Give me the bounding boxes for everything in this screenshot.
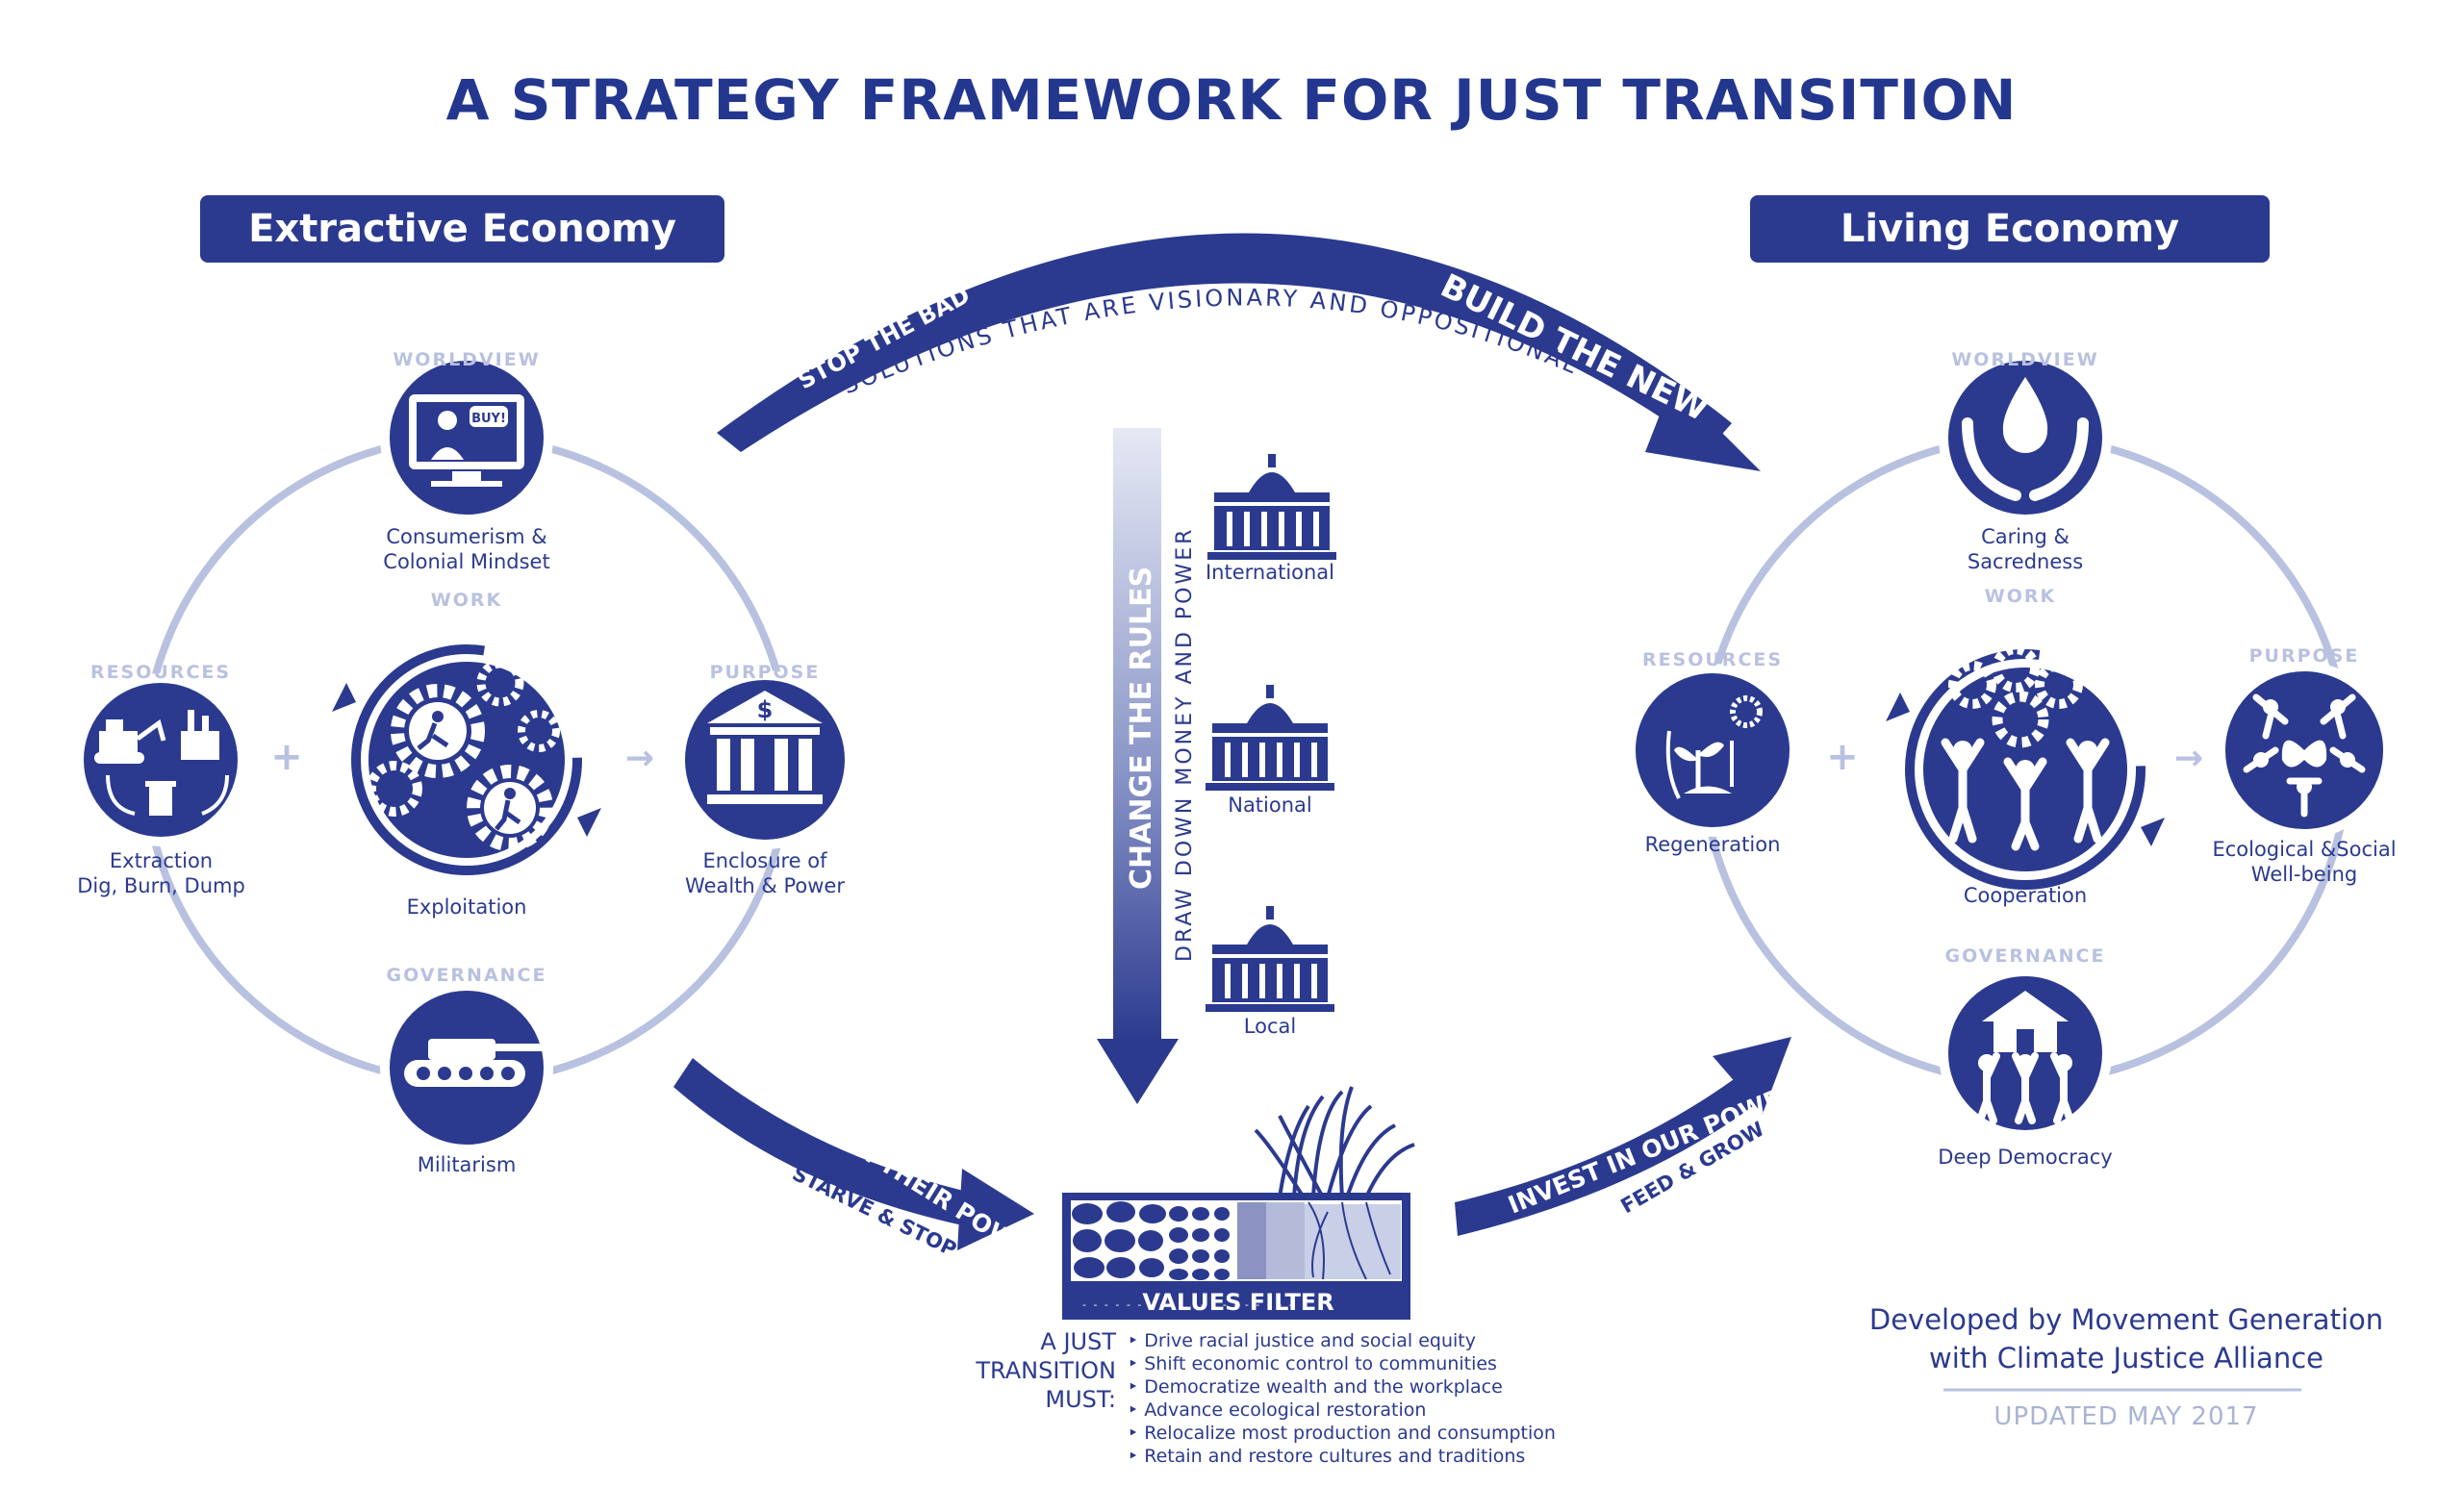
extractive-work-tag: WORK xyxy=(431,590,502,611)
extractive-arrow: → xyxy=(625,739,654,778)
extractive-resources-label-1: Extraction xyxy=(109,849,214,872)
must-item: ‣ Democratize wealth and the workplace xyxy=(1128,1376,1503,1398)
living-work-label: Cooperation xyxy=(1963,884,2088,907)
extractive-work-label: Exploitation xyxy=(406,895,527,919)
sprout-sun-icon xyxy=(1665,695,1763,799)
must-list: ‣ Drive racial justice and social equity… xyxy=(1128,1329,1570,1468)
living-worldview-label-1: Caring & xyxy=(1981,525,2069,548)
living-worldview-tag: WORLDVIEW xyxy=(1951,349,2098,370)
svg-text:- - - - - - - - -: - - - - - - - - - xyxy=(1201,1298,1295,1311)
extractive-worldview-label: Consumerism & Colonial Mindset xyxy=(322,524,611,574)
draw-down-label: DRAW DOWN MONEY AND POWER xyxy=(1173,527,1197,962)
living-purpose-label: Ecological &Social Well-being xyxy=(2174,837,2434,887)
invest-arrow xyxy=(1455,1037,1791,1236)
gears-people-icon xyxy=(1941,644,2110,851)
must-line-3: MUST: xyxy=(1045,1386,1116,1413)
living-worldview-label: Caring & Sacredness xyxy=(1881,524,2170,574)
hands-water-drop-icon xyxy=(1962,377,2089,501)
living-arrow: → xyxy=(2174,739,2203,778)
national-capitol-icon xyxy=(1206,685,1334,791)
must-item: ‣ Shift economic control to communities xyxy=(1128,1353,1497,1374)
extractive-purpose-label: Enclosure of Wealth & Power xyxy=(640,848,890,898)
must-item: ‣ Drive racial justice and social equity xyxy=(1128,1330,1476,1351)
extractive-purpose-tag: PURPOSE xyxy=(710,662,821,683)
living-plus: + xyxy=(1826,735,1859,779)
extractive-plus: + xyxy=(270,735,303,779)
living-purpose-label-2: Well-being xyxy=(2250,863,2358,886)
local-capitol-icon xyxy=(1206,906,1334,1012)
level-national: National xyxy=(1228,794,1312,817)
svg-text:- - - - - - - -: - - - - - - - - xyxy=(1082,1298,1165,1311)
level-international: International xyxy=(1205,561,1335,584)
values-filter: - - - - - - - - - - - - - - - - - xyxy=(1062,1086,1415,1320)
must-item: ‣ Advance ecological restoration xyxy=(1128,1399,1427,1421)
bulldozer-factory-icon xyxy=(94,710,229,816)
credit-line-2: with Climate Justice Alliance xyxy=(1929,1342,2323,1374)
extractive-governance-tag: GOVERNANCE xyxy=(387,965,547,986)
extractive-worldview-label-2: Colonial Mindset xyxy=(383,550,550,573)
living-purpose-tag: PURPOSE xyxy=(2249,645,2360,667)
living-economy-header: Living Economy xyxy=(1750,195,2270,263)
extractive-economy-header: Extractive Economy xyxy=(200,195,724,263)
top-arc-arrow xyxy=(717,233,1761,471)
living-resources-tag: RESOURCES xyxy=(1642,649,1783,670)
extractive-governance-label: Militarism xyxy=(417,1153,517,1176)
international-capitol-icon xyxy=(1207,454,1336,560)
extractive-resources-tag: RESOURCES xyxy=(90,662,231,683)
must-item: ‣ Relocalize most production and consump… xyxy=(1128,1423,1556,1444)
values-filter-label: VALUES FILTER xyxy=(1142,1289,1333,1316)
extractive-resources-label: Extraction Dig, Burn, Dump xyxy=(38,848,284,898)
tv-advert-icon: BUY! xyxy=(409,394,524,487)
change-rules-label: CHANGE THE RULES xyxy=(1125,567,1158,890)
tank-icon xyxy=(404,1039,548,1087)
svg-text:$: $ xyxy=(757,696,774,723)
living-resources-label: Regeneration xyxy=(1644,833,1781,856)
page-title: A STRATEGY FRAMEWORK FOR JUST TRANSITION xyxy=(445,67,2018,133)
living-governance-label: Deep Democracy xyxy=(1938,1146,2113,1169)
level-local: Local xyxy=(1243,1015,1297,1038)
must-line-2: TRANSITION xyxy=(976,1357,1116,1384)
credit-line-1: Developed by Movement Generation xyxy=(1868,1303,2384,1336)
must-item: ‣ Retain and restore cultures and tradit… xyxy=(1128,1446,1526,1467)
updated-date: UPDATED MAY 2017 xyxy=(1993,1402,2259,1431)
divest-label: DIVEST FROM THEIR POWER xyxy=(711,1046,1050,1273)
just-transition-must-label: A JUST TRANSITION MUST: xyxy=(933,1327,1116,1414)
extractive-resources-label-2: Dig, Burn, Dump xyxy=(77,874,245,897)
butterfly-people-icon xyxy=(2243,693,2366,818)
living-worldview-label-2: Sacredness xyxy=(1967,550,2084,573)
living-work-tag: WORK xyxy=(1985,586,2056,607)
change-rules-arrow xyxy=(1097,428,1179,1104)
svg-text:BUY!: BUY! xyxy=(471,412,506,426)
living-governance-tag: GOVERNANCE xyxy=(1945,945,2106,967)
extractive-purpose-label-2: Wealth & Power xyxy=(685,874,845,897)
build-the-new-label: BUILD THE NEW xyxy=(1435,266,1714,429)
extractive-worldview-label-1: Consumerism & xyxy=(386,525,547,548)
bank-icon: $ xyxy=(707,691,823,804)
extractive-purpose-label-1: Enclosure of xyxy=(702,849,827,872)
people-lifting-house-icon xyxy=(1976,991,2074,1124)
extractive-worldview-tag: WORLDVIEW xyxy=(393,349,540,370)
divest-arrow xyxy=(673,1058,1034,1250)
credit-block: Developed by Movement Generation with Cl… xyxy=(1857,1300,2396,1377)
must-line-1: A JUST xyxy=(1040,1328,1116,1355)
living-purpose-label-1: Ecological &Social xyxy=(2212,838,2397,861)
gears-workers-icon xyxy=(367,659,560,851)
